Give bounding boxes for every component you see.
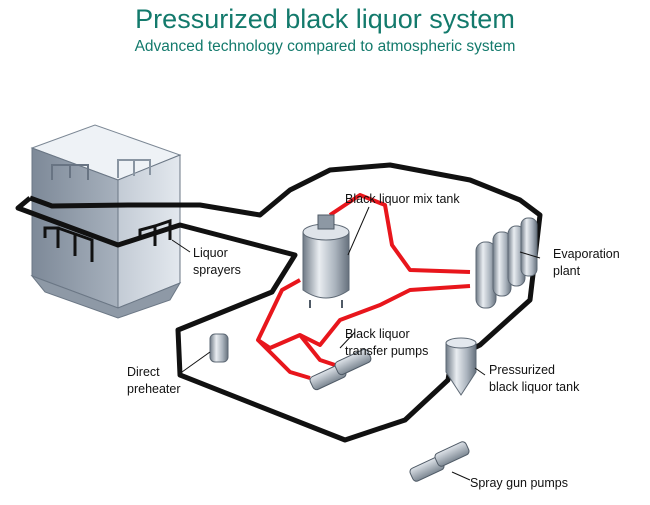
diagram-title: Pressurized black liquor system bbox=[135, 4, 515, 34]
spray-gun-pumps bbox=[409, 441, 470, 482]
label-mix-tank: Black liquor mix tank bbox=[345, 192, 460, 206]
pressurized-tank bbox=[445, 337, 477, 396]
label-pressurized-tank-1: Pressurized bbox=[489, 363, 555, 377]
evaporation-plant bbox=[475, 217, 538, 309]
label-liquor-sprayers-1: Liquor bbox=[193, 246, 228, 260]
red-liquor-pipes bbox=[256, 193, 471, 380]
leader-lines bbox=[171, 206, 541, 481]
label-direct-preheater-1: Direct bbox=[127, 365, 160, 379]
mix-tank bbox=[302, 214, 350, 308]
liquor-sprayer-headers bbox=[43, 218, 172, 262]
label-pressurized-tank-2: black liquor tank bbox=[489, 380, 580, 394]
label-direct-preheater-2: preheater bbox=[127, 382, 181, 396]
label-liquor-sprayers-2: sprayers bbox=[193, 263, 241, 277]
label-transfer-pumps-2: transfer pumps bbox=[345, 344, 428, 358]
diagram-subtitle: Advanced technology compared to atmosphe… bbox=[134, 38, 516, 55]
transfer-pumps bbox=[309, 348, 372, 391]
label-evaporation-2: plant bbox=[553, 264, 581, 278]
black-liquor-pipe-loop bbox=[15, 162, 543, 443]
label-evaporation-1: Evaporation bbox=[553, 247, 620, 261]
label-transfer-pumps-1: Black liquor bbox=[345, 327, 410, 341]
label-spray-gun-pumps: Spray gun pumps bbox=[470, 476, 568, 490]
direct-preheater bbox=[209, 333, 229, 363]
